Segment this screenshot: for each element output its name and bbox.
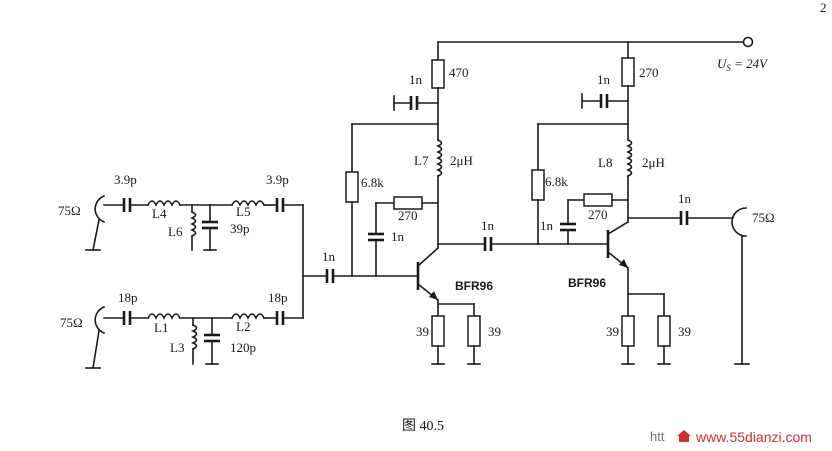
figure-caption: 图 40.5	[402, 419, 444, 434]
inductor-l3	[190, 323, 198, 351]
inductor-l8	[625, 138, 633, 178]
resistor-emitter-2a	[621, 315, 635, 347]
watermark-prefix: htt	[650, 429, 665, 444]
c-shunt-bottom-label: 120p	[230, 340, 256, 355]
c-shunt-top-label: 39p	[230, 221, 250, 236]
amplifier-stage-1: 470 1n 6.8k L7 2μH 270 1n B	[345, 41, 501, 365]
r-emitter-1a-label: 39	[416, 324, 429, 339]
interstage-cap-label: 1n	[481, 218, 495, 233]
coupling-capacitor: 1n	[302, 249, 419, 283]
watermark-site: www.55dianzi.com	[695, 429, 812, 445]
transistor-collector	[416, 246, 440, 268]
r-emitter-1b-label: 39	[488, 324, 501, 339]
inductor-l1	[146, 313, 182, 320]
r-emitter-2a-label: 39	[606, 324, 619, 339]
resistor-emitter-2b	[657, 315, 671, 347]
l6-label: L6	[168, 224, 183, 239]
connector-bottom	[94, 305, 106, 335]
r-feedback-1-label: 270	[398, 208, 418, 223]
transistor-2-label: BFR96	[568, 276, 606, 290]
l1-label: L1	[154, 320, 168, 335]
output-port-label: 75Ω	[752, 210, 775, 225]
c-decouple-2-label: 1n	[597, 72, 611, 87]
input-filter-bottom: 75Ω 18p L1 L3 120p L2 18p	[60, 290, 304, 369]
interstage-capacitor: 1n	[437, 218, 609, 251]
c-in-bottom-label: 18p	[118, 290, 138, 305]
l8-label: L8	[598, 155, 612, 170]
r-feedback-2-label: 270	[588, 207, 608, 222]
emitter-arrow	[429, 291, 438, 300]
output-cap-label: 1n	[678, 191, 692, 206]
resistor-bias-2	[531, 169, 545, 201]
l3-label: L3	[170, 340, 184, 355]
amplifier-stage-2: 270 1n 6.8k L8 2μH 270 1n B	[531, 41, 691, 365]
emitter-arrow	[619, 259, 628, 268]
c-in-top-label: 3.9p	[114, 172, 137, 187]
resistor-feedback-2	[583, 193, 613, 207]
inductor-l4	[146, 200, 182, 207]
inductor-l7	[435, 138, 443, 178]
connector-top	[94, 194, 106, 224]
inductor-l5	[230, 200, 266, 207]
resistor-emitter-1a	[431, 315, 445, 347]
resistor-270-supply	[621, 57, 635, 87]
supply-label: US = 24V	[717, 56, 769, 73]
r-supply-1-label: 470	[449, 65, 469, 80]
input-port-bottom-label: 75Ω	[60, 315, 83, 330]
inductor-l6	[189, 210, 197, 238]
resistor-bias-1	[345, 171, 359, 203]
input-filter-top: 75Ω 3.9p L4 L6 39p L5 3.9p	[58, 172, 304, 319]
inductor-l2	[230, 313, 266, 320]
output-section: 1n 75Ω	[627, 191, 775, 365]
coupling-cap-label: 1n	[322, 249, 336, 264]
r-bias-2-label: 6.8k	[545, 174, 568, 189]
r-bias-1-label: 6.8k	[361, 175, 384, 190]
c-feedback-2-label: 1n	[540, 218, 554, 233]
r-emitter-2b-label: 39	[678, 324, 691, 339]
l7-value-label: 2μH	[450, 153, 473, 168]
l7-label: L7	[414, 153, 429, 168]
transistor-collector	[606, 220, 630, 236]
input-port-top-label: 75Ω	[58, 203, 81, 218]
supply-rail: US = 24V	[437, 36, 769, 73]
c-feedback-1-label: 1n	[391, 229, 405, 244]
r-supply-2-label: 270	[639, 65, 659, 80]
watermark-house-icon	[677, 430, 691, 442]
transistor-1-label: BFR96	[455, 279, 493, 293]
c-out-top-label: 3.9p	[266, 172, 289, 187]
l2-label: L2	[236, 319, 250, 334]
output-connector	[731, 207, 747, 237]
page-marker: 2	[820, 0, 827, 15]
supply-terminal	[742, 36, 754, 48]
c-out-bottom-label: 18p	[268, 290, 288, 305]
l5-label: L5	[236, 204, 250, 219]
c-decouple-1-label: 1n	[409, 72, 423, 87]
l8-value-label: 2μH	[642, 155, 665, 170]
resistor-470	[431, 59, 445, 89]
l4-label: L4	[152, 206, 167, 221]
resistor-emitter-1b	[467, 315, 481, 347]
